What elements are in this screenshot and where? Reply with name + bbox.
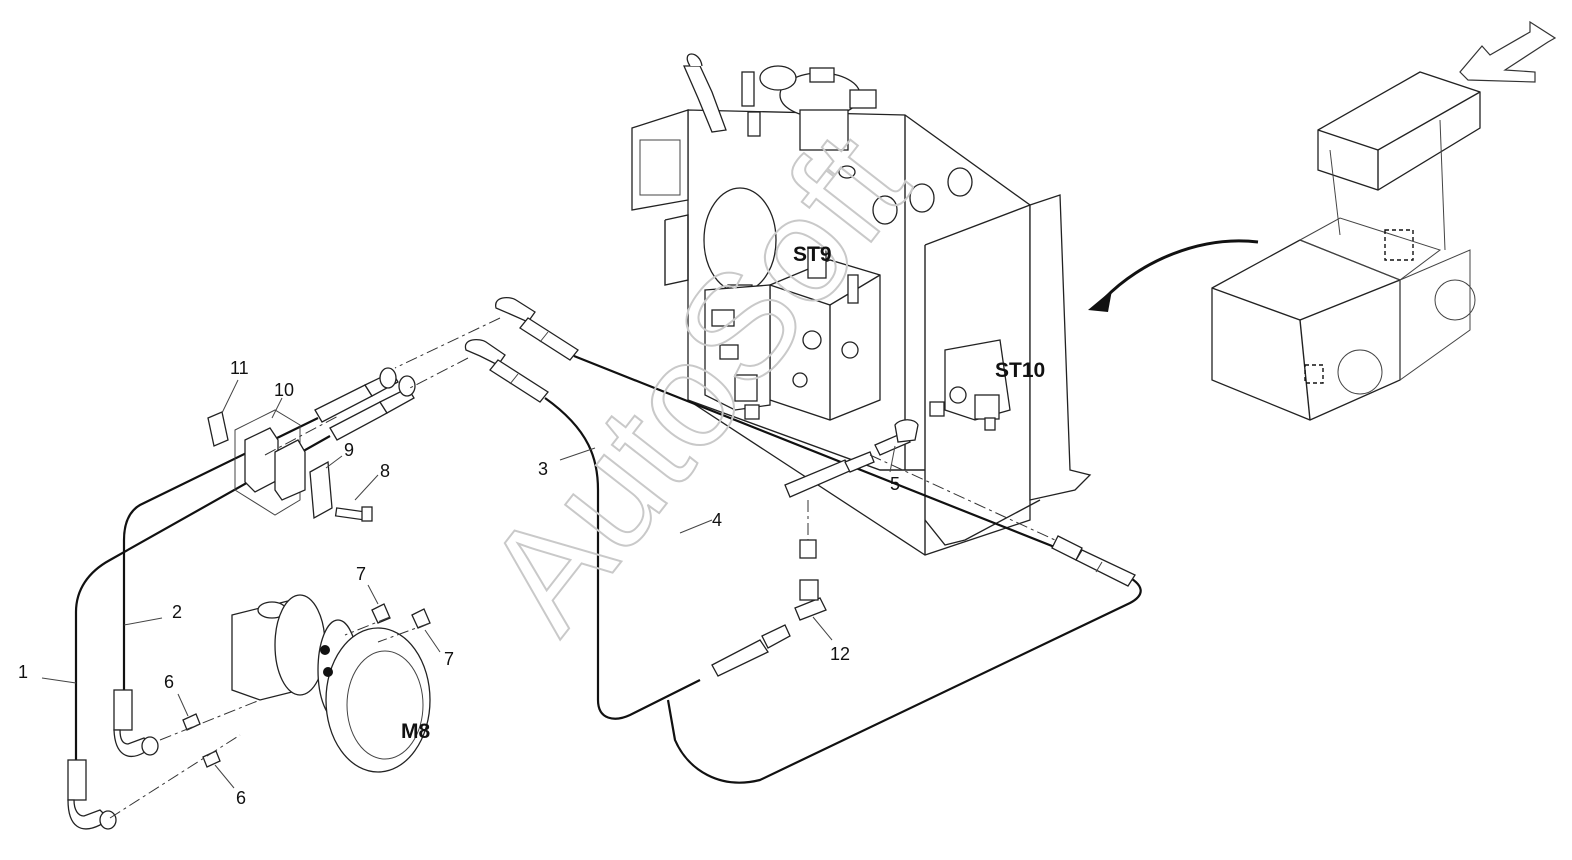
leader-lines: [41, 379, 896, 789]
hose-clamp-parts: [207, 409, 373, 522]
label-st9: ST9: [793, 243, 832, 266]
component-labels: ST9 ST10 M8: [401, 243, 1045, 743]
label-st10: ST10: [995, 359, 1045, 382]
view-direction-arrow-icon: [1459, 20, 1557, 83]
callout-9: 9: [344, 440, 354, 460]
callout-2: 2: [172, 602, 182, 622]
callout-12: 12: [830, 644, 850, 664]
hose-3-4-assembly: [464, 296, 1142, 784]
callout-6-upper: 6: [164, 672, 174, 692]
curved-pointer-arrow-icon: [1088, 239, 1259, 312]
hydraulic-tank-assembly: [631, 53, 1092, 556]
callout-10: 10: [274, 380, 294, 400]
callout-5: 5: [890, 474, 900, 494]
callout-1: 1: [18, 662, 28, 682]
callout-6-lower: 6: [236, 788, 246, 808]
hose-1-2-assembly: [67, 367, 416, 830]
connection-centerlines: [109, 317, 1056, 819]
label-m8: M8: [401, 720, 430, 743]
motor-m8: [182, 594, 431, 773]
callout-7-upper: 7: [356, 564, 366, 584]
callout-4: 4: [712, 510, 722, 530]
callout-3: 3: [538, 459, 548, 479]
callout-7-lower: 7: [444, 649, 454, 669]
callout-11: 11: [230, 358, 249, 378]
callout-8: 8: [380, 461, 390, 481]
machine-overview-inset: [1211, 71, 1481, 421]
callout-labels: 1 2 3 4 5 6 6 7 7 8 9 10 11 12: [18, 358, 900, 808]
hose-fittings-center: [711, 401, 1136, 677]
